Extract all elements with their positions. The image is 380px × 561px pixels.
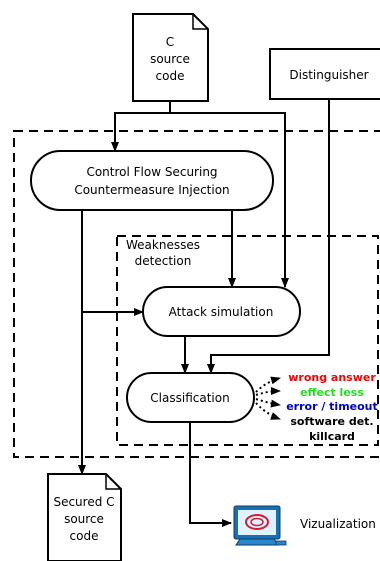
distinguisher-label: Distinguisher: [289, 68, 368, 82]
classification-label: Classification: [150, 391, 229, 405]
secured-label-3: code: [70, 529, 99, 543]
secured-document: Secured C source code: [47, 473, 122, 561]
outcome-arrow-4: [255, 402, 281, 420]
source-label-3: code: [156, 69, 185, 83]
edge-source-attack: [170, 112, 289, 288]
injection-node: Control Flow Securing Countermeasure Inj…: [30, 150, 274, 211]
weaknesses-label-2: detection: [135, 254, 192, 268]
outcome-wrong-answer: wrong answer: [288, 371, 376, 384]
attack-node: Attack simulation: [142, 286, 301, 337]
monitor-icon: [233, 505, 287, 546]
source-label-1: C: [166, 35, 174, 49]
secured-label-2: source: [64, 512, 104, 526]
distinguisher-box: Distinguisher: [269, 48, 380, 100]
injection-label-1: Control Flow Securing: [86, 165, 217, 179]
outcome-arrow-1: [255, 376, 281, 393]
secured-label-1: Secured C: [53, 495, 114, 509]
edge-distinguisher-classification: [207, 99, 330, 374]
source-document: C source code: [132, 13, 209, 102]
source-label-2: source: [150, 52, 190, 66]
weaknesses-label-1: Weaknesses: [126, 238, 200, 252]
outcome-arrow-3: [255, 398, 281, 408]
classification-node: Classification: [126, 372, 255, 423]
visualization-label: Vizualization: [300, 517, 376, 531]
weaknesses-dashed-region: [116, 235, 379, 446]
outcome-labels: wrong answer effect less error / timeout…: [286, 371, 378, 443]
outer-dashed-region: [13, 130, 380, 458]
injection-label-2: Countermeasure Injection: [74, 183, 229, 197]
edge-source-injection: [111, 101, 171, 152]
edge-classification-visualization: [189, 422, 232, 527]
attack-label: Attack simulation: [169, 305, 274, 319]
outcome-arrow-2: [255, 387, 281, 396]
outcome-effect-less: effect less: [300, 386, 364, 399]
outcome-software-det: software det.: [290, 415, 373, 428]
outcome-error-timeout: error / timeout: [286, 400, 378, 413]
outcome-killcard: killcard: [309, 430, 355, 443]
